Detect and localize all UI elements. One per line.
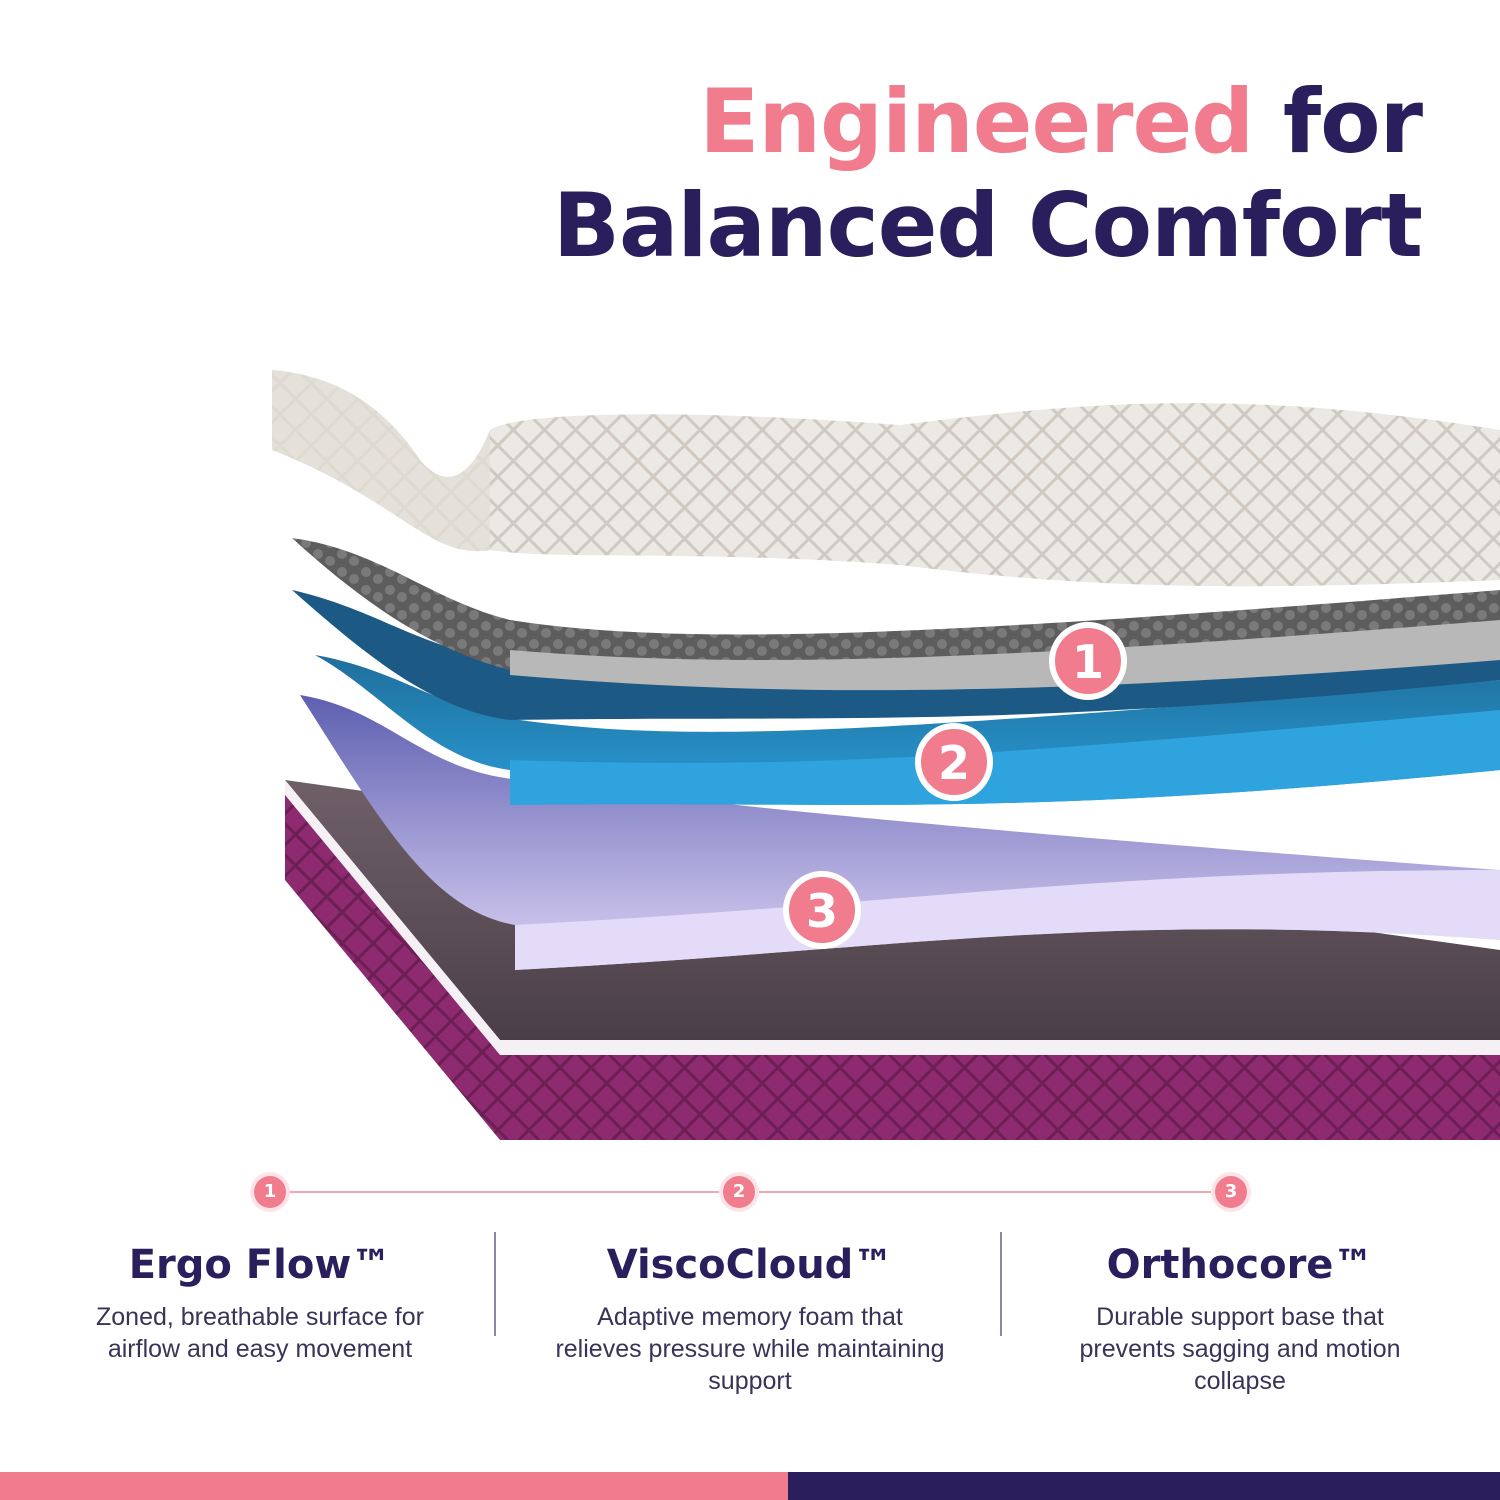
title-accent: Engineered [699, 70, 1254, 173]
footer-bar-pink [0, 1472, 788, 1500]
title-line2: Balanced Comfort [552, 174, 1423, 277]
feature-1-description: Zoned, breathable surface for airflow an… [96, 1303, 424, 1363]
feature-ergo-flow: Ergo Flow™ Zoned, breathable surface for… [70, 1237, 450, 1365]
layer-1-eggcrate [292, 538, 1500, 691]
top-cover [272, 370, 1500, 587]
timeline-dot-2: 2 [723, 1176, 755, 1208]
page-title: Engineered for Balanced Comfort [552, 70, 1423, 278]
badge-2-number: 2 [938, 736, 970, 790]
layer-timeline: 1 2 3 [0, 1170, 1500, 1214]
feature-viscocloud: ViscoCloud™ Adaptive memory foam that re… [555, 1237, 945, 1397]
badge-3-number: 3 [806, 884, 838, 938]
column-divider-1 [494, 1232, 496, 1336]
layer-2-foam [315, 655, 1500, 805]
layer-dark-blue [292, 590, 1500, 720]
timeline-dot-3: 3 [1215, 1176, 1247, 1208]
timeline-dot-1: 1 [254, 1176, 286, 1208]
feature-3-title: Orthocore™ [1106, 1242, 1374, 1288]
badge-2: 2 [915, 723, 993, 801]
feature-orthocore: Orthocore™ Durable support base that pre… [1055, 1237, 1425, 1397]
layer-3-foam [300, 695, 1500, 970]
feature-2-description: Adaptive memory foam that relieves press… [555, 1303, 945, 1395]
footer-bar-navy [788, 1472, 1500, 1500]
column-divider-2 [1000, 1232, 1002, 1336]
badge-1: 1 [1049, 622, 1127, 700]
feature-2-title: ViscoCloud™ [606, 1242, 894, 1288]
mattress-layers-illustration: 1 2 3 [272, 370, 1500, 1140]
badge-3: 3 [783, 871, 861, 949]
feature-1-title: Ergo Flow™ [128, 1242, 392, 1288]
feature-3-description: Durable support base that prevents saggi… [1079, 1303, 1401, 1395]
title-rest: for [1282, 70, 1423, 173]
badge-1-number: 1 [1072, 635, 1104, 689]
